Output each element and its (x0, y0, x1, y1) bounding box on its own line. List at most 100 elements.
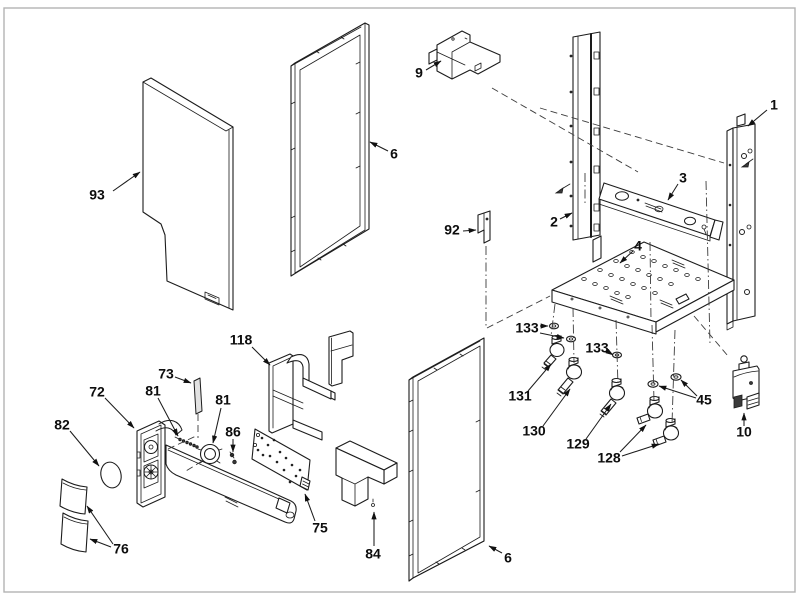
part-number-84: 84 (365, 546, 381, 562)
control-board-72 (165, 444, 297, 524)
leader-line-92 (462, 227, 477, 234)
side-panel-6-top (290, 22, 370, 277)
leader-line-45 (680, 379, 698, 397)
leader-line-45 (658, 385, 697, 399)
leader-line-130 (542, 388, 571, 427)
trim-strip-73 (193, 377, 203, 415)
centerline (649, 241, 652, 321)
leader-line-1 (747, 109, 768, 127)
leader-line-133 (605, 348, 614, 356)
leader-line-128 (621, 443, 660, 457)
part-number-2: 2 (550, 214, 558, 230)
leader-line-73 (174, 376, 192, 384)
leader-line-4 (619, 250, 634, 264)
leader-line-2 (559, 212, 573, 220)
part-number-76: 76 (113, 541, 129, 557)
part-number-131: 131 (508, 388, 532, 404)
part-number-6: 6 (504, 550, 512, 566)
leader-line-128 (619, 424, 647, 453)
leader-line-118 (251, 346, 271, 366)
assembly-line (185, 460, 203, 472)
valve-131 (541, 334, 565, 371)
part-number-82: 82 (54, 417, 70, 433)
leader-line-9 (425, 60, 442, 71)
cap-82 (100, 461, 122, 489)
valve-130 (556, 356, 583, 397)
centerline (705, 180, 711, 345)
part-number-4: 4 (634, 238, 642, 254)
part-number-9: 9 (415, 65, 423, 81)
assembly-line (167, 435, 197, 450)
part-number-6: 6 (390, 146, 398, 162)
centerline (572, 307, 575, 364)
leader-line-82 (69, 430, 100, 467)
leader-line-129 (585, 403, 612, 440)
construction-lines (167, 87, 729, 472)
centerline (550, 303, 556, 337)
part-number-3: 3 (679, 170, 687, 186)
part-number-81: 81 (145, 383, 161, 399)
leader-line-81 (212, 407, 222, 444)
part-number-93: 93 (89, 187, 105, 203)
mounting-bracket-9 (428, 30, 501, 80)
part-number-129: 129 (566, 436, 590, 452)
part-number-128: 128 (597, 450, 621, 466)
display-bracket-118 (268, 353, 336, 441)
part-number-86: 86 (225, 424, 241, 440)
right-frame-rail-1 (726, 113, 756, 331)
leader-line-6 (369, 141, 389, 152)
washer-45-b (670, 373, 682, 381)
part-number-130: 130 (522, 423, 546, 439)
leader-line-75 (304, 493, 316, 522)
assembly-line (693, 315, 729, 357)
part-number-72: 72 (89, 384, 105, 400)
left-frame-rail-2 (554, 31, 601, 241)
leader-line-76 (86, 505, 114, 545)
front-cover-panel-93 (142, 77, 234, 311)
part-number-75: 75 (312, 520, 328, 536)
centerline (651, 324, 655, 402)
side-panel-6-bottom (408, 337, 485, 582)
pcb-75 (251, 428, 311, 491)
valve-128-b (652, 417, 680, 447)
small-bracket-92 (477, 210, 491, 244)
part-number-73: 73 (158, 366, 174, 382)
leader-line-72 (104, 397, 135, 429)
washer-45-a (647, 380, 659, 388)
cover-85 (328, 330, 354, 387)
washer-133-b (565, 335, 577, 343)
valve-129 (599, 377, 626, 418)
valve-128-a (636, 395, 664, 425)
control-bracket-72 (136, 419, 183, 508)
assembly-line (491, 87, 639, 173)
screws-86 (229, 451, 237, 465)
washer-133-a (548, 322, 560, 330)
part-number-92: 92 (444, 222, 460, 238)
part-number-118: 118 (230, 332, 253, 348)
part-callouts: 9369123924133133131130129128451011873818… (54, 60, 778, 566)
centerline (615, 319, 619, 387)
part-number-81: 81 (215, 392, 231, 408)
assembly-line (539, 107, 725, 164)
knob-81 (197, 443, 223, 465)
bracket-84 (335, 440, 398, 507)
leader-line-76 (89, 538, 112, 548)
leader-line-6 (488, 545, 503, 554)
part-number-10: 10 (736, 424, 752, 440)
label-plates-76 (59, 478, 89, 553)
part-number-133: 133 (515, 320, 539, 336)
part-number-1: 1 (770, 97, 778, 113)
assembly-line (486, 295, 551, 329)
spring-screw-81 (174, 436, 199, 449)
manifold-base-plate-4 (551, 235, 735, 335)
leader-line-93 (112, 171, 141, 192)
valve-10 (732, 355, 760, 410)
part-number-45: 45 (696, 392, 712, 408)
part-number-133: 133 (585, 340, 609, 356)
cross-brace-plate-3 (598, 182, 724, 242)
leader-line-3 (667, 183, 679, 201)
page-border (3, 7, 796, 593)
centerline (671, 329, 676, 425)
